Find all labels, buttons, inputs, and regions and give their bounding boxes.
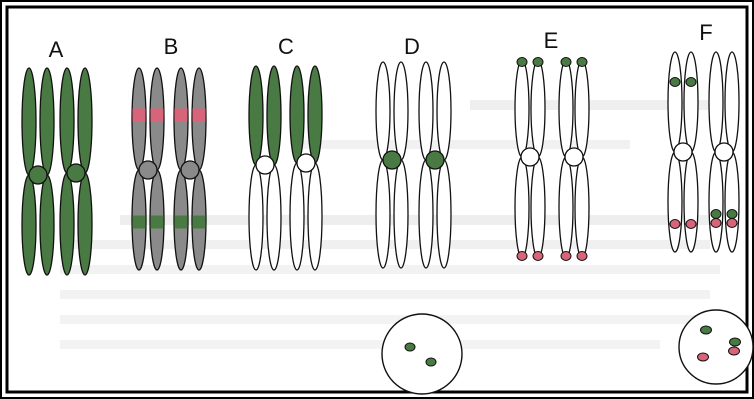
chromatid-arm — [376, 160, 390, 268]
centromere-icon — [715, 143, 733, 161]
marker-dot — [670, 78, 680, 87]
chromatid-arm — [575, 157, 589, 258]
centromere-icon — [297, 154, 315, 172]
chromosome-band — [175, 216, 188, 229]
marker-dot — [686, 78, 696, 87]
centromere-icon — [139, 161, 157, 179]
chromatid-arm — [515, 157, 529, 258]
chromatid-arm — [249, 165, 263, 270]
chromatid-arm — [40, 175, 54, 275]
marker-dot — [533, 252, 543, 261]
panel-label-d: D — [404, 34, 420, 59]
centromere-icon — [29, 166, 47, 184]
chromatid-arm — [559, 60, 573, 157]
chromatid-arm — [437, 62, 451, 160]
chromatid-arm — [725, 152, 739, 252]
chromatid-arm — [394, 62, 408, 160]
centromere-icon — [521, 148, 539, 166]
marker-dot — [698, 353, 709, 361]
chromosome-band — [133, 109, 146, 122]
marker-dot — [517, 252, 527, 261]
panel-label-c: C — [278, 34, 294, 59]
chromosome-band — [133, 216, 146, 229]
chromatid-arm — [668, 52, 682, 152]
chromatid-arm — [22, 175, 36, 275]
chromatid-arm — [78, 173, 92, 275]
marker-dot — [405, 343, 415, 351]
chromosome-band — [175, 109, 188, 122]
marker-dot — [561, 252, 571, 261]
chromatid-arm — [684, 52, 698, 152]
marker-dot — [701, 326, 712, 334]
centromere-icon — [426, 151, 444, 169]
centromere-icon — [67, 164, 85, 182]
chromosome-band — [193, 216, 206, 229]
marker-dot — [727, 219, 737, 228]
marker-dot — [517, 58, 527, 67]
chromatid-arm — [668, 152, 682, 252]
marker-dot — [711, 210, 721, 219]
centromere-icon — [181, 161, 199, 179]
panel-label-a: A — [49, 37, 64, 62]
marker-dot — [711, 219, 721, 228]
chromatid-arm — [725, 52, 739, 152]
marker-dot — [686, 220, 696, 229]
chromatid-arm — [394, 160, 408, 268]
chromatid-arm — [249, 66, 263, 165]
chromatid-arm — [419, 160, 433, 268]
chromatid-arm — [531, 60, 545, 157]
centromere-icon — [674, 143, 692, 161]
chromatid-arm — [22, 68, 36, 175]
chromatid-arm — [308, 163, 322, 270]
chromatid-arm — [515, 60, 529, 157]
panel-label-b: B — [164, 34, 179, 59]
marker-dot — [729, 347, 740, 355]
panel-label-e: E — [544, 28, 559, 53]
chromatid-arm — [308, 66, 322, 163]
marker-dot — [533, 58, 543, 67]
nucleus-outline — [382, 314, 462, 394]
chromatid-arm — [531, 157, 545, 258]
marker-dot — [577, 252, 587, 261]
chromatid-arm — [267, 66, 281, 165]
chromosome-band — [193, 109, 206, 122]
chromatid-arm — [78, 68, 92, 173]
marker-dot — [670, 220, 680, 229]
chromosome-band — [151, 109, 164, 122]
nucleus-outline — [679, 310, 753, 384]
marker-dot — [426, 358, 436, 366]
marker-dot — [730, 338, 741, 346]
marker-dot — [727, 210, 737, 219]
centromere-icon — [565, 148, 583, 166]
chromatid-arm — [709, 52, 723, 152]
chromatid-arm — [290, 66, 304, 163]
nucleus-circle-icon — [382, 314, 462, 394]
chromatid-arm — [40, 68, 54, 175]
chromosome-band — [151, 216, 164, 229]
chromatid-arm — [437, 160, 451, 268]
centromere-icon — [383, 151, 401, 169]
nucleus-circle-icon — [679, 310, 753, 384]
chromatid-arm — [709, 152, 723, 252]
chromatid-arm — [684, 152, 698, 252]
chromatid-arm — [419, 62, 433, 160]
chromatid-arm — [575, 60, 589, 157]
chromatid-arm — [60, 173, 74, 275]
marker-dot — [561, 58, 571, 67]
chromatid-arm — [376, 62, 390, 160]
panel-label-f: F — [699, 20, 712, 45]
centromere-icon — [256, 156, 274, 174]
chromatid-arm — [559, 157, 573, 258]
chromatid-arm — [290, 163, 304, 270]
chromatid-arm — [60, 68, 74, 173]
marker-dot — [577, 58, 587, 67]
chromatid-arm — [267, 165, 281, 270]
